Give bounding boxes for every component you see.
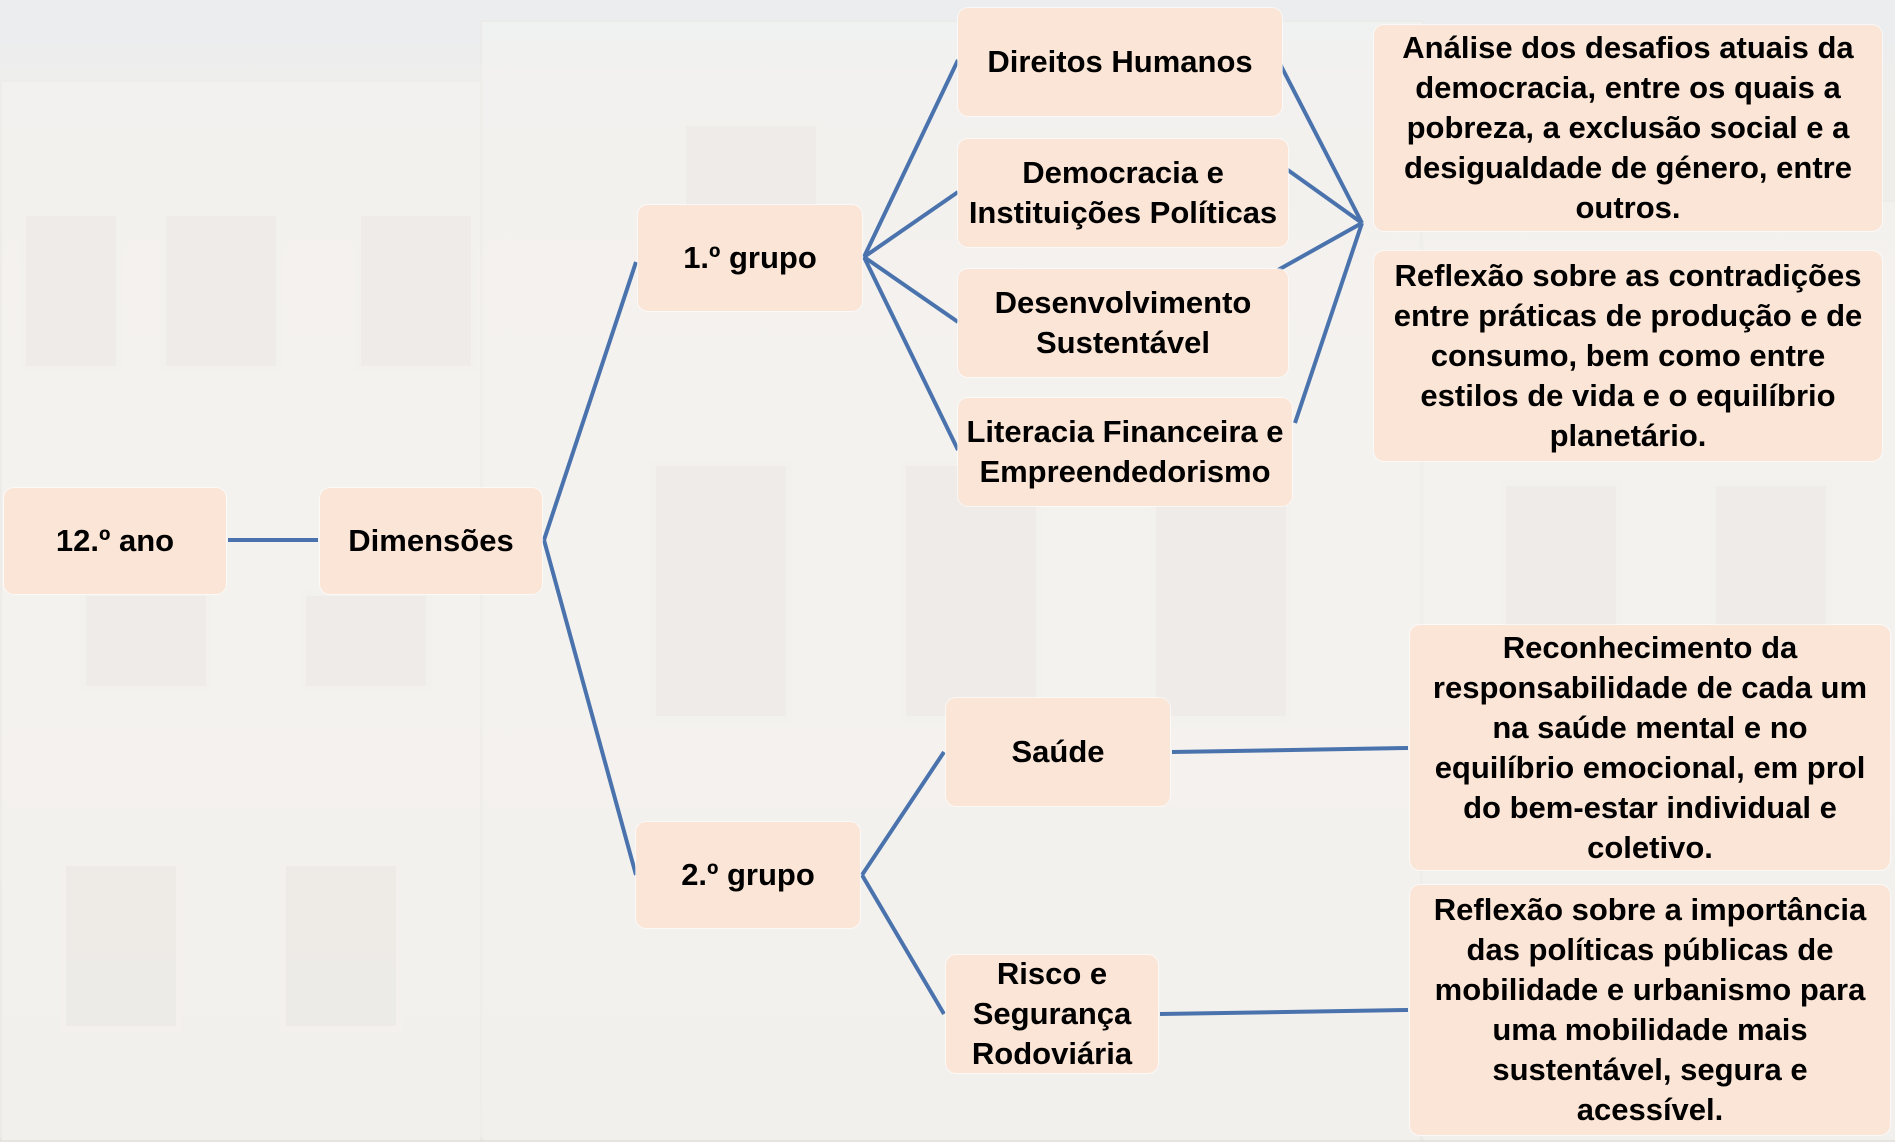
connector-dimensions-group1	[542, 261, 638, 541]
connector-item2-brace	[1276, 161, 1364, 225]
group1-item-label: Democracia e Instituições Políticas	[968, 155, 1278, 230]
group1-item-label: Direitos Humanos	[987, 44, 1253, 79]
group1-item-literacia: Literacia Financeira e Empreendedorismo	[958, 398, 1292, 506]
group1-description-text: Reflexão sobre as contradições entre prá…	[1393, 258, 1863, 453]
group2-node: 2.º grupo	[636, 822, 860, 928]
connector-group1-item1	[862, 59, 960, 258]
group2-item-label: Saúde	[1011, 734, 1105, 769]
connector-group1-item4	[862, 256, 960, 451]
group2-item-label: Risco e Segurança Rodoviária	[971, 956, 1133, 1071]
group1-item-democracia: Democracia e Instituições Políticas	[958, 139, 1288, 247]
group1-node: 1.º grupo	[638, 205, 862, 311]
group1-item-label: Literacia Financeira e Empreendedorismo	[966, 414, 1284, 489]
group2-description-text: Reconhecimento da responsabilidade de ca…	[1432, 629, 1868, 865]
dimensions-node: Dimensões	[320, 488, 542, 594]
connector-item1-brace	[1276, 59, 1364, 224]
connector-group1-item2	[862, 190, 960, 259]
connector-group1-item3	[862, 255, 960, 324]
group2-description-health: Reconhecimento da responsabilidade de ca…	[1410, 625, 1890, 870]
connector-road-desc	[1159, 1008, 1409, 1016]
dimensions-label: Dimensões	[348, 523, 514, 558]
group1-item-label: Desenvolvimento Sustentável	[994, 285, 1252, 360]
group2-item-saude: Saúde	[946, 698, 1170, 806]
group1-label: 1.º grupo	[683, 240, 817, 275]
root-label: 12.º ano	[55, 523, 175, 558]
group2-description-text: Reflexão sobre a importância das polític…	[1433, 892, 1867, 1127]
connector-item3-brace	[1277, 221, 1363, 272]
group1-description-sustainability: Reflexão sobre as contradições entre prá…	[1374, 251, 1882, 461]
connector-item4-brace	[1293, 222, 1364, 424]
connector-group2-item2	[860, 873, 946, 1016]
group2-description-mobility: Reflexão sobre a importância das polític…	[1410, 885, 1890, 1135]
group2-item-risco: Risco e Segurança Rodoviária	[946, 955, 1158, 1073]
root-node: 12.º ano	[4, 488, 226, 594]
connector-health-desc	[1171, 746, 1409, 754]
group1-item-direitos-humanos: Direitos Humanos	[958, 8, 1282, 116]
group1-description-democracy: Análise dos desafios atuais da democraci…	[1374, 25, 1882, 231]
group2-label: 2.º grupo	[681, 857, 815, 892]
connector-dimensions-group2	[542, 539, 638, 876]
connector-group2-item1	[860, 750, 946, 877]
group1-item-desenvolvimento: Desenvolvimento Sustentável	[958, 269, 1288, 377]
group1-description-text: Análise dos desafios atuais da democraci…	[1402, 30, 1854, 225]
